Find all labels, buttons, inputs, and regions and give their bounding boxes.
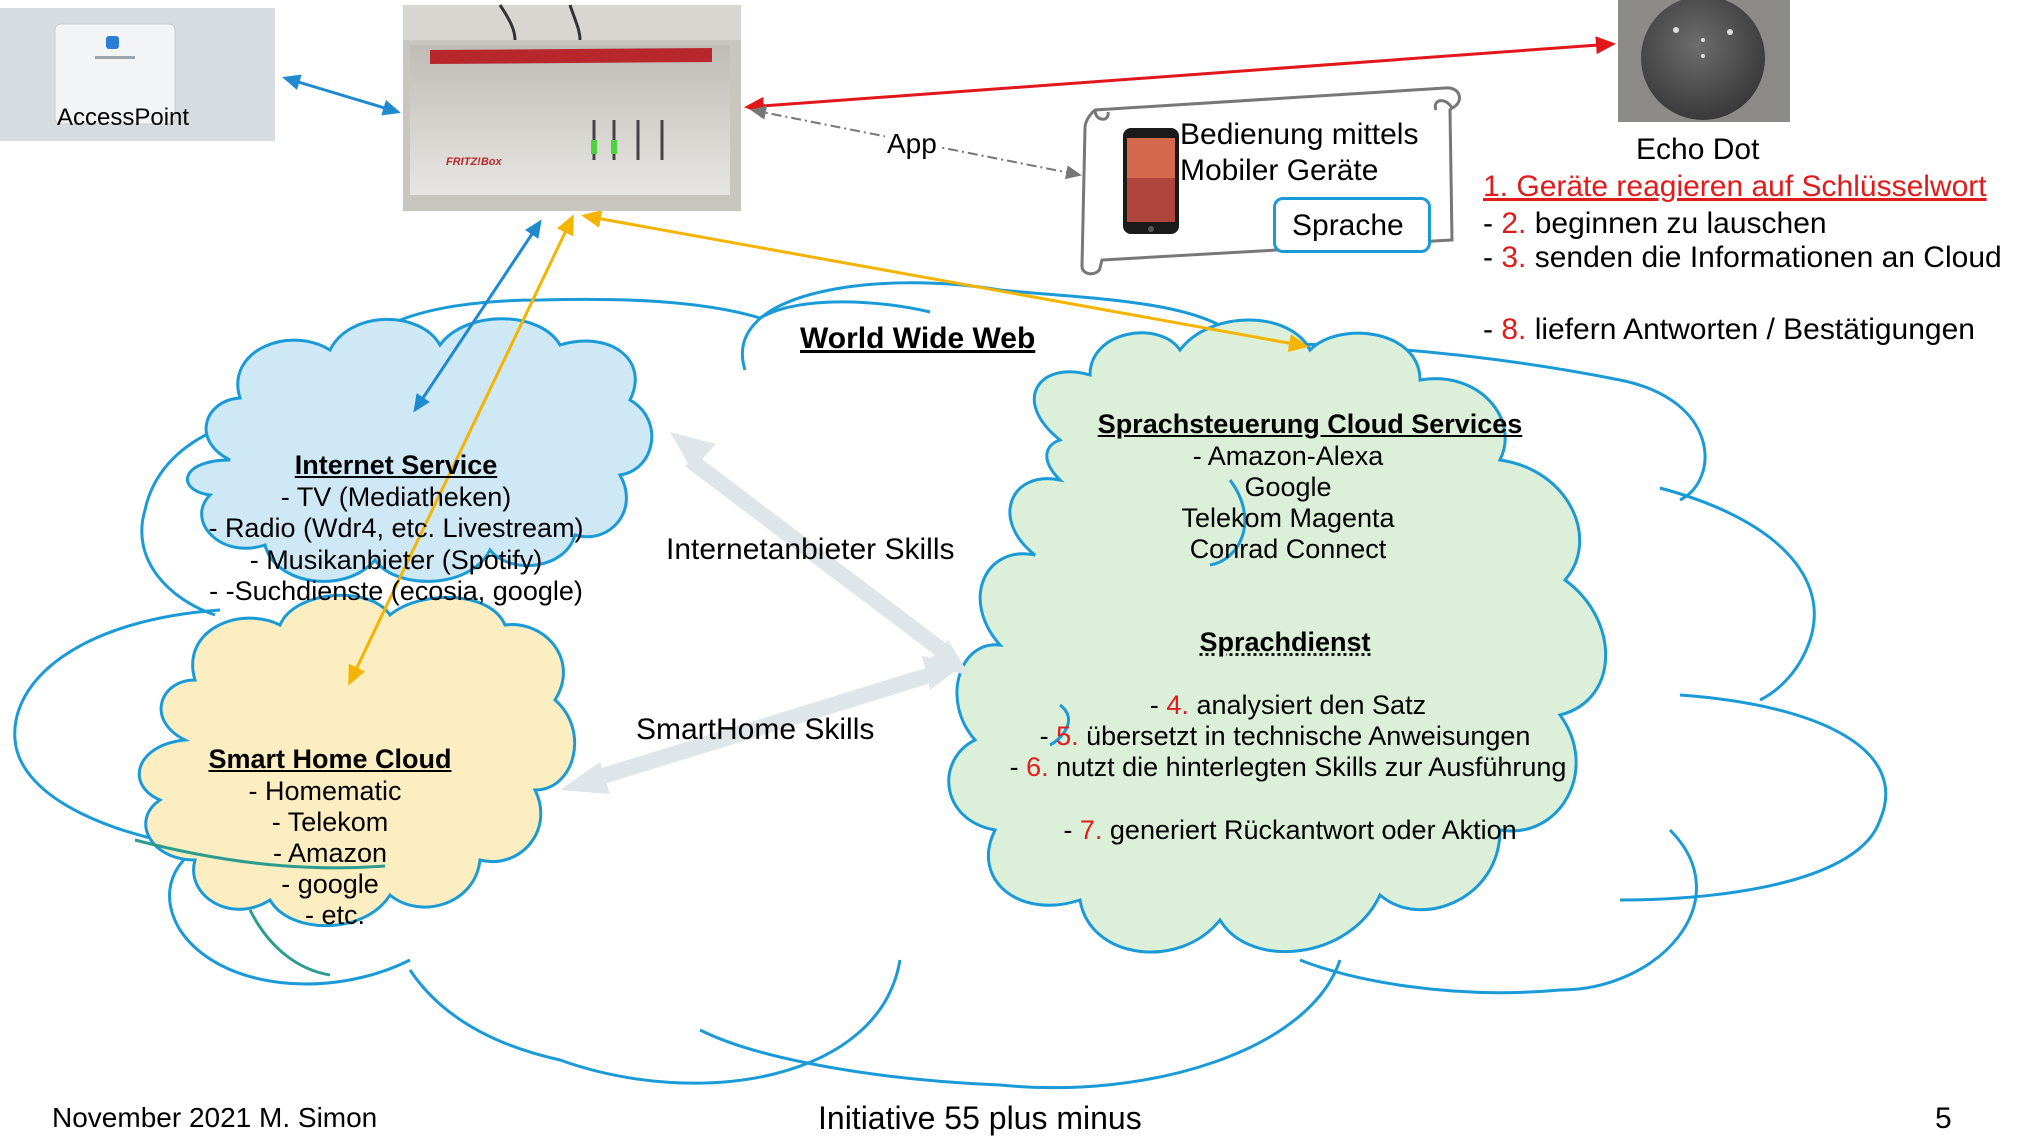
voice-step-text: generiert Rückantwort oder Aktion [1102,815,1516,845]
sprache-button-label: Sprache [1292,209,1404,244]
access-point-label: AccessPoint [57,104,189,132]
internet-service-item: - Musikanbieter (Spotify) [250,545,543,576]
voice-step-text: nutzt die hinterlegten Skills zur Ausfüh… [1049,752,1567,782]
voice-cloud-item: - Amazon-Alexa [1193,441,1384,472]
echo-step-3-prefix: - [1483,241,1501,274]
echo-step-2-prefix: - [1483,207,1501,240]
smart-home-item: - Telekom [272,807,389,838]
voice-step-num: 5. [1056,721,1079,751]
smart-home-item: - etc. [305,900,365,931]
router-brand-label: FRITZ!Box [446,156,502,169]
footer-date-author: November 2021 M. Simon [52,1102,377,1134]
smart-home-title: Smart Home Cloud [208,744,451,775]
echo-step-8-num: 8. [1501,313,1526,346]
echo-step-8-text: liefern Antworten / Bestätigungen [1526,313,1975,346]
echo-dot-photo [1618,0,1790,122]
voice-step-prefix: - [1150,690,1167,720]
internet-service-item: - Radio (Wdr4, etc. Livestream) [208,513,583,544]
smart-home-item: - Amazon [273,838,387,869]
voice-step-text: übersetzt in technische Anweisungen [1079,721,1531,751]
voice-cloud-item: Conrad Connect [1190,534,1387,565]
echo-step-2-text: beginnen zu lauschen [1526,207,1826,240]
smart-home-item: - Homematic [248,776,401,807]
voice-step-text: analysiert den Satz [1189,690,1426,720]
internet-service-title: Internet Service [295,450,498,481]
footer-page-number: 5 [1935,1102,1952,1137]
mobile-note-line2: Mobiler Geräte [1180,154,1378,189]
voice-step-7: - 7. generiert Rückantwort oder Aktion [1063,815,1516,846]
smart-home-item: - google [281,869,379,900]
smartphone-icon [1123,128,1179,234]
echo-step-8-prefix: - [1483,313,1501,346]
footer-title: Initiative 55 plus minus [818,1100,1142,1137]
echo-step-8: - 8. liefern Antworten / Bestätigungen [1483,313,1975,348]
sprache-button[interactable]: Sprache [1273,197,1431,253]
voice-step-prefix: - [1010,752,1027,782]
router-photo [403,5,741,211]
www-label: World Wide Web [800,322,1035,357]
voice-cloud-title: Sprachsteuerung Cloud Services [1098,409,1523,440]
voice-cloud-subtitle: Sprachdienst [1199,627,1370,658]
voice-step-num: 7. [1080,815,1103,845]
voice-step-6: - 6. nutzt die hinterlegten Skills zur A… [1010,752,1567,783]
echo-step-3: - 3. senden die Informationen an Cloud [1483,241,2002,276]
internet-skills-label: Internetanbieter Skills [666,533,955,568]
smarthome-skills-label: SmartHome Skills [636,713,874,748]
voice-cloud-item: Google [1244,472,1331,503]
echo-step-3-num: 3. [1501,241,1526,274]
echo-step-1: 1. Geräte reagieren auf Schlüsselwort [1483,170,1987,205]
voice-step-5: - 5. übersetzt in technische Anweisungen [1040,721,1531,752]
echo-step-2: - 2. beginnen zu lauschen [1483,207,1827,242]
echo-step-3-text: senden die Informationen an Cloud [1526,241,2001,274]
echo-dot-label: Echo Dot [1636,133,1759,168]
voice-step-prefix: - [1063,815,1080,845]
voice-cloud-item: Telekom Magenta [1181,503,1394,534]
app-label: App [885,128,939,160]
voice-step-num: 4. [1166,690,1189,720]
internet-service-item: - -Suchdienste (ecosia, google) [209,576,583,607]
voice-step-prefix: - [1040,721,1057,751]
echo-step-2-num: 2. [1501,207,1526,240]
internet-service-item: - TV (Mediatheken) [281,482,512,513]
voice-step-4: - 4. analysiert den Satz [1150,690,1426,721]
mobile-note-line1: Bedienung mittels [1180,118,1418,153]
voice-step-num: 6. [1026,752,1049,782]
red-connection-arrow [748,44,1612,107]
